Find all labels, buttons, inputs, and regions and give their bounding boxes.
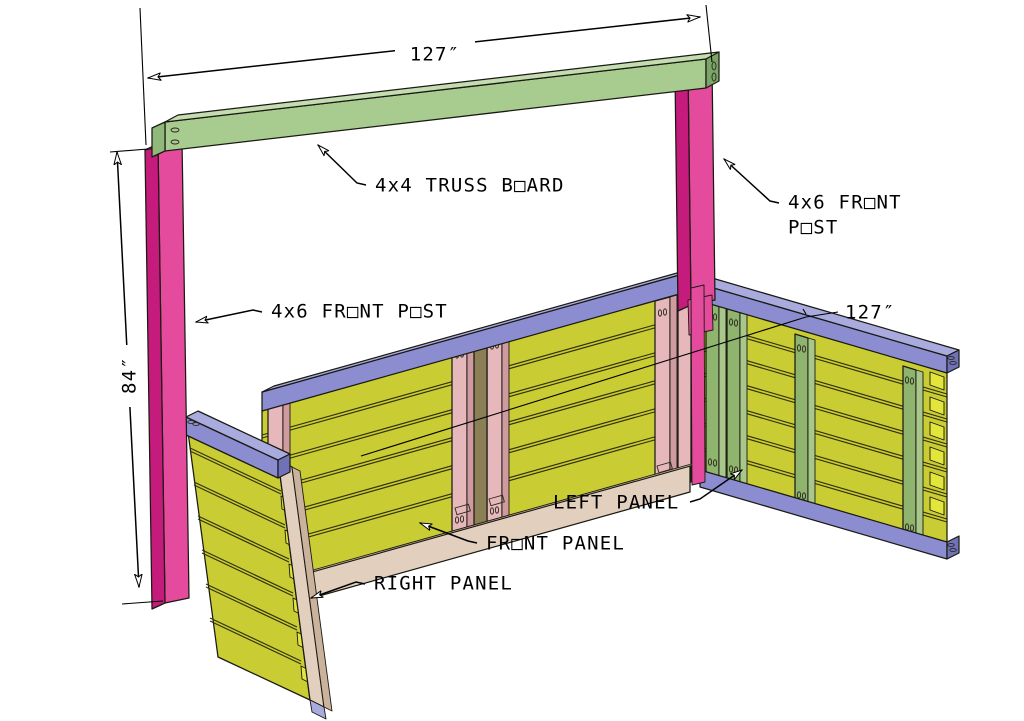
truss-board-right-end [705, 51, 720, 89]
left-panel-group [699, 277, 960, 560]
callout-front-post-right-label-line2: P□ST [788, 217, 839, 239]
dimension-post-height: 84″ [109, 148, 164, 605]
corner-post-face [690, 284, 706, 486]
callout-front-post-left: 4x6 FR□NT P□ST [196, 301, 448, 323]
left-panel-top-rail-holes [947, 355, 957, 366]
right-panel-slat-lines [189, 447, 302, 665]
left-panel-studs [705, 301, 924, 544]
corner-post-group [690, 284, 706, 486]
front-post-right-face [687, 63, 716, 306]
right-panel-bottom-tip [309, 699, 327, 720]
dimension-left-panel-length: 127″ [360, 302, 896, 457]
front-panel-studs [451, 327, 510, 534]
callout-truss-board: 4x4 TRUSS B□ARD [318, 145, 565, 197]
callout-left-panel: LEFT PANEL [553, 470, 742, 514]
front-post-right-side [674, 68, 692, 312]
right-panel-edge-stile-side [291, 466, 333, 712]
callout-left-panel-label: LEFT PANEL [553, 492, 679, 514]
callout-front-panel: FR□NT PANEL [420, 522, 625, 555]
callout-truss-board-label: 4x4 TRUSS B□ARD [375, 175, 565, 197]
right-panel-group [185, 410, 333, 720]
truss-board-fasteners [170, 61, 717, 145]
right-panel-top-fasteners [187, 419, 200, 427]
dimension-top-width-label: 127″ [410, 44, 461, 66]
callout-front-post-right: 4x6 FR□NT P□ST [724, 159, 902, 239]
dimension-left-panel-length-label: 127″ [845, 302, 896, 324]
front-panel-corner-studs [654, 291, 692, 492]
callout-front-post-left-label: 4x6 FR□NT P□ST [271, 301, 448, 323]
front-panel-center-post [473, 333, 488, 528]
callout-front-post-right-label-line1: 4x6 FR□NT [788, 192, 902, 214]
dimension-post-height-label: 84″ [119, 356, 141, 394]
front-panel-bottom-fasteners [454, 461, 673, 516]
front-post-left-group [144, 138, 190, 610]
callout-front-panel-label: FR□NT PANEL [486, 533, 625, 555]
left-panel-end-slats [929, 371, 945, 516]
callout-right-panel: RIGHT PANEL [311, 573, 513, 599]
left-panel-bottom-holes [947, 542, 957, 553]
left-panel-bottom-rail-end [946, 535, 960, 560]
truss-board-left-end [151, 121, 166, 158]
dimension-top-width: 127″ [139, 4, 713, 146]
callout-right-panel-label: RIGHT PANEL [374, 573, 513, 595]
right-panel-top-rail-end [277, 453, 291, 479]
